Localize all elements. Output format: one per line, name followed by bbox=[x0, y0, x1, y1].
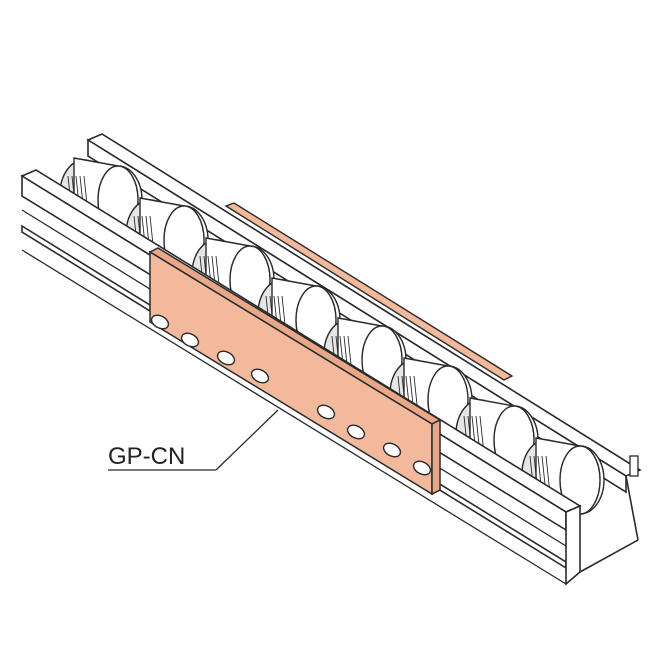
plate-slot bbox=[180, 332, 200, 348]
plate-slot bbox=[412, 460, 432, 476]
connector-plate-back bbox=[224, 202, 514, 381]
plate-slot bbox=[216, 350, 236, 366]
connector-plate-side bbox=[431, 418, 441, 496]
front-rail-end-cap bbox=[565, 504, 581, 586]
connector-plate bbox=[148, 247, 442, 496]
connector-plate-slots bbox=[150, 314, 432, 476]
rear-rail-end-notch bbox=[629, 455, 639, 477]
plate-slot bbox=[346, 424, 366, 440]
plate-slot bbox=[382, 442, 402, 458]
plate-slot bbox=[150, 314, 170, 330]
callout-leader-line bbox=[215, 409, 279, 471]
callout-label: GP-CN bbox=[108, 443, 185, 470]
rear-rail-end-edge bbox=[625, 475, 639, 541]
front-rail-bottom-edge bbox=[21, 249, 567, 585]
frame-base-edge bbox=[579, 539, 639, 573]
connector-plate-back-edge bbox=[224, 202, 514, 381]
plate-slot bbox=[316, 404, 336, 420]
callout: GP-CN bbox=[108, 409, 279, 471]
plate-slot bbox=[250, 368, 270, 384]
